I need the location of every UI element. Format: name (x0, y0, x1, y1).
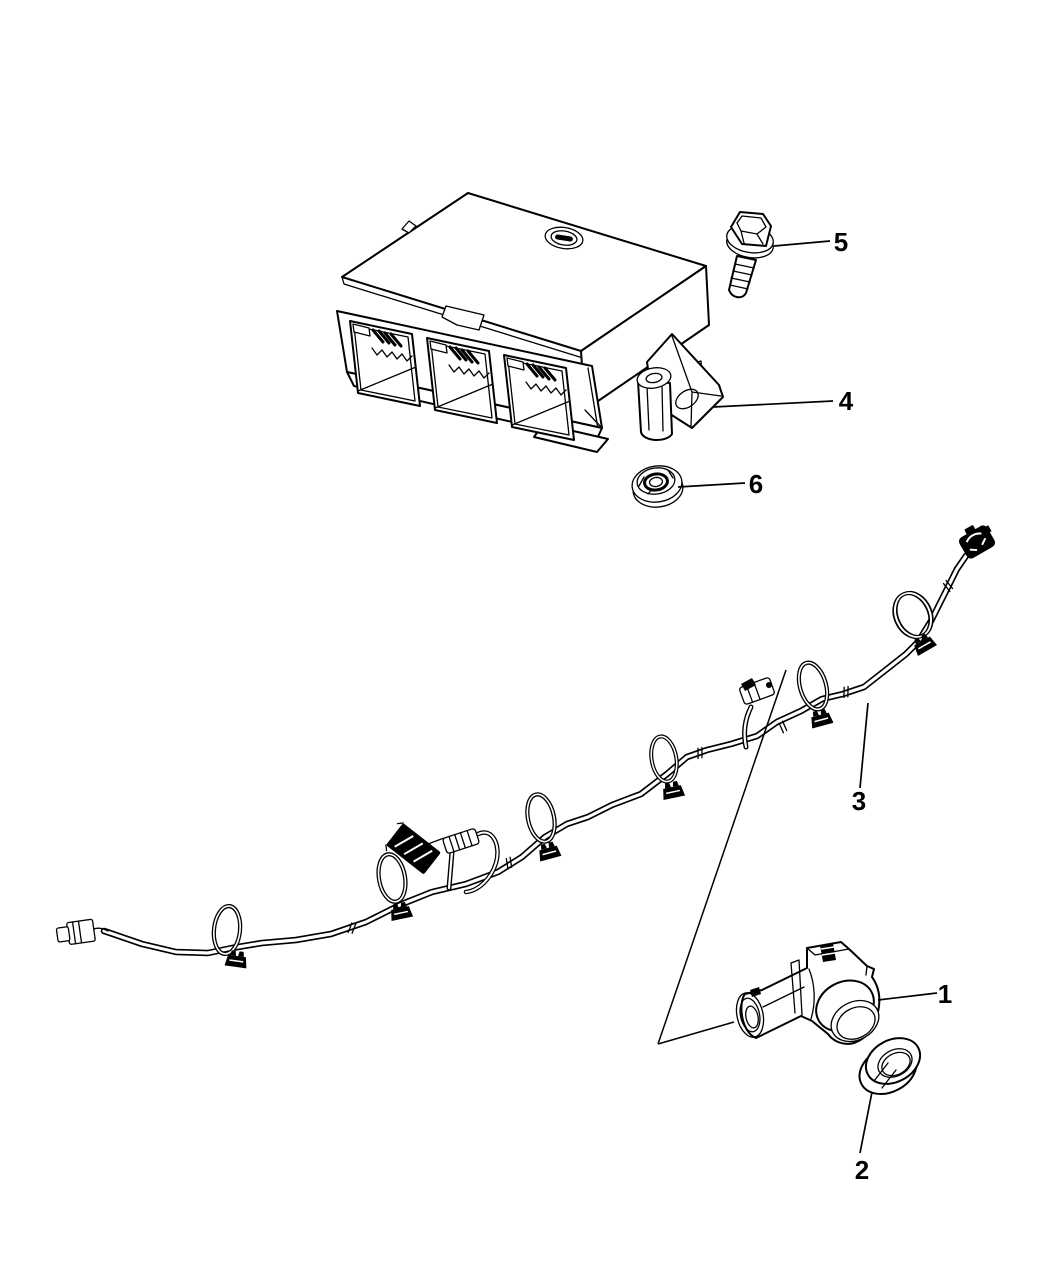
callout-5-leader (773, 240, 831, 247)
callout-2-leader (859, 1091, 873, 1154)
module-mounting-bracket (636, 333, 724, 442)
module-lip-tab (441, 305, 485, 331)
harness-tape-band (777, 720, 789, 734)
callout-labels: 1 2 3 4 5 6 (749, 227, 952, 1185)
callout-1-label: 1 (938, 979, 952, 1009)
bezel-opening (881, 1051, 911, 1077)
callout-6-leader (677, 482, 746, 488)
bracket-isolator-boss (636, 367, 673, 442)
harness-loop (888, 587, 937, 642)
callout-3-leader (859, 702, 869, 789)
bracket-mounting-hole (675, 388, 699, 410)
module-top-grommet (544, 226, 584, 250)
nut-hole (643, 472, 669, 492)
callout-6-label: 6 (749, 469, 763, 499)
callout-4-label: 4 (839, 386, 854, 416)
bolt-shank (728, 255, 757, 299)
hex-flange-nut (631, 465, 684, 508)
harness-end-connector-right (958, 525, 996, 559)
hex-flange-bolt (726, 211, 774, 299)
callout-3-label: 3 (852, 786, 866, 816)
callout-2-label: 2 (855, 1155, 869, 1185)
sensor-bezel-ring (858, 1037, 922, 1095)
harness-end-connector-left (55, 918, 109, 945)
module-connector-bay-3 (502, 353, 576, 442)
module-top-notch (401, 220, 417, 234)
callout-1-leader (877, 992, 938, 1001)
bolt-hex-head (730, 211, 772, 247)
park-distance-sensor (735, 941, 881, 1045)
callout-5-label: 5 (834, 227, 848, 257)
harness-cover-connector (385, 822, 441, 874)
harness-branch-connector-mid (385, 822, 500, 895)
harness-cable (100, 552, 970, 957)
sensor-head-face (836, 1006, 876, 1040)
module-connector-bay-2 (425, 336, 499, 425)
harness-loop (375, 852, 409, 904)
harness-branch-connector-right (739, 677, 775, 750)
module-connector-bay-1 (348, 319, 422, 408)
reference-lines (657, 669, 787, 1045)
sensor-connector-opening (735, 992, 765, 1038)
harness-clip (807, 706, 835, 730)
reference-line-1 (657, 669, 787, 1045)
park-assist-module (336, 192, 710, 453)
wiring-harness (55, 525, 996, 970)
callout-leaders (677, 240, 938, 1154)
reference-line-2 (657, 1021, 735, 1045)
callout-4-leader (712, 400, 834, 408)
